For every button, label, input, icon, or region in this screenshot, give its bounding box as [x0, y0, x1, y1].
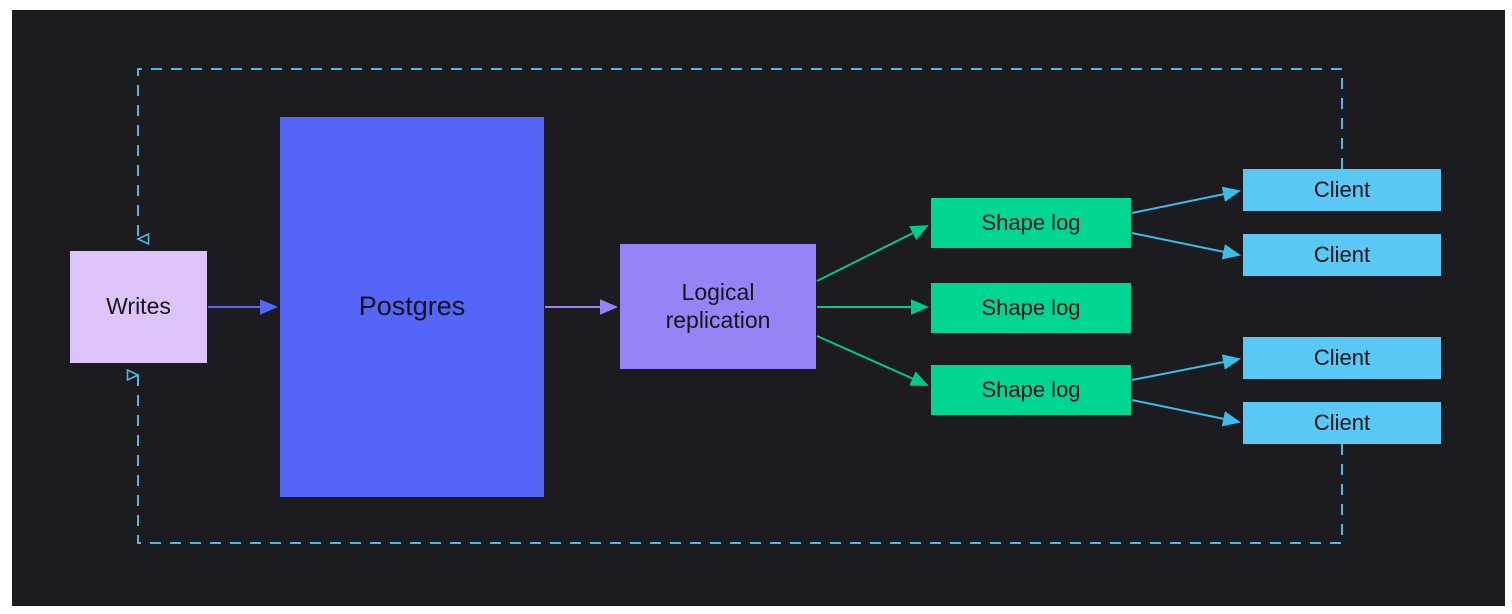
node-client-4-label: Client [1313, 410, 1371, 436]
node-writes-label: Writes [106, 293, 171, 320]
node-writes[interactable]: Writes [70, 251, 207, 363]
node-shape-log-3-label: Shape log [981, 377, 1081, 403]
node-shape-log-3[interactable]: Shape log [931, 365, 1131, 415]
node-client-2[interactable]: Client [1243, 234, 1441, 276]
node-shape-log-1-label: Shape log [981, 210, 1081, 236]
node-client-1[interactable]: Client [1243, 169, 1441, 211]
node-client-3-label: Client [1313, 345, 1371, 371]
node-shape-log-2[interactable]: Shape log [931, 283, 1131, 333]
node-logical-replication-label-line2: replication [665, 306, 771, 333]
node-logical-replication-label: Logical replication [666, 279, 771, 333]
node-client-3[interactable]: Client [1243, 337, 1441, 379]
node-logical-replication-label-line1: Logical [681, 279, 755, 306]
node-client-2-label: Client [1313, 242, 1371, 268]
node-shape-log-1[interactable]: Shape log [931, 198, 1131, 248]
node-client-1-label: Client [1313, 177, 1371, 203]
node-postgres[interactable]: Postgres [280, 117, 544, 497]
node-logical-replication[interactable]: Logical replication [620, 244, 816, 369]
node-postgres-label: Postgres [358, 291, 466, 322]
node-shape-log-2-label: Shape log [981, 295, 1081, 321]
node-client-4[interactable]: Client [1243, 402, 1441, 444]
